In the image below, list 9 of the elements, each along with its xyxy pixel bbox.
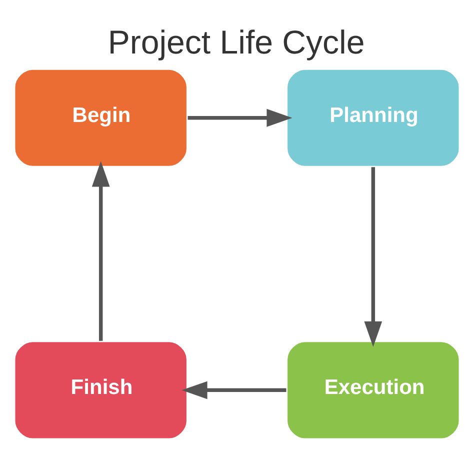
- node-box: Finish: [14, 340, 188, 440]
- arrow: [188, 108, 292, 127]
- arrow: [364, 167, 382, 347]
- node-box: Begin: [14, 68, 188, 168]
- node-box: Execution: [286, 340, 460, 440]
- node-box: Planning: [286, 68, 460, 168]
- arrow: [92, 161, 110, 341]
- diagram-title: Project Life Cycle: [108, 23, 365, 60]
- arrow: [182, 381, 286, 400]
